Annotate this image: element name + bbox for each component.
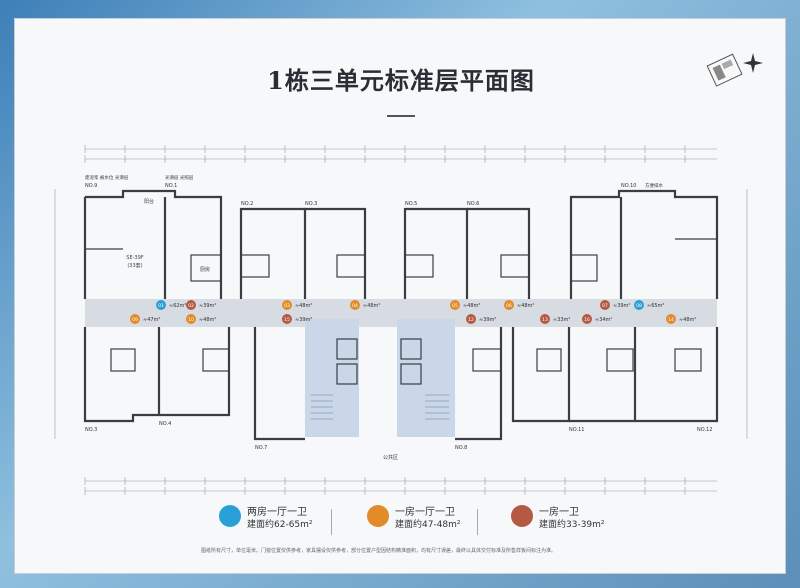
legend-divider — [477, 509, 478, 535]
unit-badge-16: 16 ≈34m² — [582, 314, 612, 324]
compass-icon — [706, 53, 763, 87]
label-no10-note: 方便排水 — [645, 182, 663, 189]
badge-number: 01 — [158, 303, 164, 309]
label-no9-note: 废泥浆 被水位 光滑层 — [85, 174, 129, 181]
label-no11: NO.11 — [569, 427, 584, 433]
badge-number: 04 — [352, 303, 358, 309]
legend-dot — [367, 505, 389, 527]
badge-number: 02 — [188, 303, 194, 309]
badge-area: ≈65m² — [647, 303, 664, 309]
legend-name: 两房一厅一卫 — [247, 507, 307, 518]
unit-badge-02: 02 ≈39m² — [186, 300, 216, 310]
badge-number: 08 — [636, 303, 642, 309]
legend-area: 建面约47-48m² — [395, 520, 461, 530]
badge-number: 10 — [188, 317, 194, 323]
legend-dot — [219, 505, 241, 527]
unit-badge-09: 09 ≈47m² — [130, 314, 160, 324]
badge-dot — [600, 300, 610, 310]
legend-area: 建面约33-39m² — [539, 520, 605, 530]
label-no3: NO.3 — [305, 201, 317, 207]
label-no7b: NO.7 — [255, 445, 267, 451]
unit-badge-04: 04 ≈48m² — [350, 300, 380, 310]
legend-divider — [331, 509, 332, 535]
badge-area: ≈48m² — [517, 303, 534, 309]
badge-dot — [540, 314, 550, 324]
label-no3b: NO.3 — [85, 427, 97, 433]
badge-number: 14 — [668, 317, 674, 323]
badge-number: 15 — [284, 317, 290, 323]
floor-plan-drawing: NO.9 废泥浆 被水位 光滑层 NO.1 光滑层 光照层 NO.2 NO.3 … — [54, 145, 748, 495]
label-no10: NO.10 — [621, 183, 636, 189]
badge-area: ≈39m² — [295, 317, 312, 323]
badge-area: ≈33m² — [553, 317, 570, 323]
badge-dot — [450, 300, 460, 310]
badge-dot — [466, 314, 476, 324]
badge-number: 13 — [542, 317, 548, 323]
legend-name: 一房一厅一卫 — [395, 507, 455, 518]
label-no5: NO.5 — [405, 201, 417, 207]
legend-dot — [511, 505, 533, 527]
badge-dot — [282, 300, 292, 310]
label-no6: NO.6 — [467, 201, 479, 207]
label-no9: NO.9 — [85, 183, 97, 189]
badge-area: ≈48m² — [463, 303, 480, 309]
unit-badge-15: 15 ≈39m² — [282, 314, 312, 324]
badge-number: 05 — [452, 303, 458, 309]
label-public: 公共区 — [383, 454, 398, 461]
badge-dot — [282, 314, 292, 324]
label-no8b: NO.8 — [455, 445, 467, 451]
room-type: SE-39F — [126, 255, 143, 261]
badge-dot — [582, 314, 592, 324]
room-balcony: 阳台 — [144, 198, 154, 205]
unit-badge-13: 13 ≈33m² — [540, 314, 570, 324]
badge-area: ≈48m² — [199, 317, 216, 323]
badge-area: ≈39m² — [479, 317, 496, 323]
unit-badge-12: 12 ≈39m² — [466, 314, 496, 324]
badge-dot — [666, 314, 676, 324]
unit-badge-07: 07 ≈39m² — [600, 300, 630, 310]
badge-number: 09 — [132, 317, 138, 323]
label-no1: NO.1 — [165, 183, 177, 189]
badge-dot — [634, 300, 644, 310]
unit-badge-05: 05 ≈48m² — [450, 300, 480, 310]
unit-badge-03: 03 ≈48m² — [282, 300, 312, 310]
unit-badge-08: 08 ≈65m² — [634, 300, 664, 310]
badge-area: ≈62m² — [169, 303, 186, 309]
badge-number: 16 — [584, 317, 590, 323]
badge-number: 03 — [284, 303, 290, 309]
floor-plan-sheet: 1栋三单元标准层平面图 — [14, 18, 786, 574]
legend-area: 建面约62-65m² — [247, 520, 313, 530]
badge-dot — [350, 300, 360, 310]
badge-area: ≈48m² — [295, 303, 312, 309]
badge-dot — [130, 314, 140, 324]
label-no1-note: 光滑层 光照层 — [165, 174, 194, 181]
badge-area: ≈48m² — [679, 317, 696, 323]
legend-name: 一房一卫 — [539, 507, 579, 518]
badge-area: ≈39m² — [613, 303, 630, 309]
badge-area: ≈34m² — [595, 317, 612, 323]
room-kitchen: 厨房 — [200, 266, 210, 273]
label-no4b: NO.4 — [159, 421, 171, 427]
title-underline — [387, 115, 415, 117]
unit-badge-01: 01 ≈62m² — [156, 300, 186, 310]
footnote: 图纸所有尺寸，单位毫米。门窗位置仅供参考，家具摆设仅供参考，部分位置户型因结构精… — [201, 548, 557, 554]
badge-dot — [156, 300, 166, 310]
badge-number: 12 — [468, 317, 474, 323]
badge-dot — [504, 300, 514, 310]
badge-area: ≈39m² — [199, 303, 216, 309]
unit-badge-06: 06 ≈48m² — [504, 300, 534, 310]
page-title: 1栋三单元标准层平面图 — [267, 66, 535, 95]
unit-badge-14: 14 ≈48m² — [666, 314, 696, 324]
badge-area: ≈48m² — [363, 303, 380, 309]
unit-badge-10: 10 ≈48m² — [186, 314, 216, 324]
badge-number: 06 — [506, 303, 512, 309]
label-no12: NO.12 — [697, 427, 712, 433]
badge-dot — [186, 314, 196, 324]
badge-number: 07 — [602, 303, 608, 309]
room-floors: (33套) — [127, 262, 142, 269]
label-no2: NO.2 — [241, 201, 253, 207]
badge-dot — [186, 300, 196, 310]
badge-area: ≈47m² — [143, 317, 160, 323]
